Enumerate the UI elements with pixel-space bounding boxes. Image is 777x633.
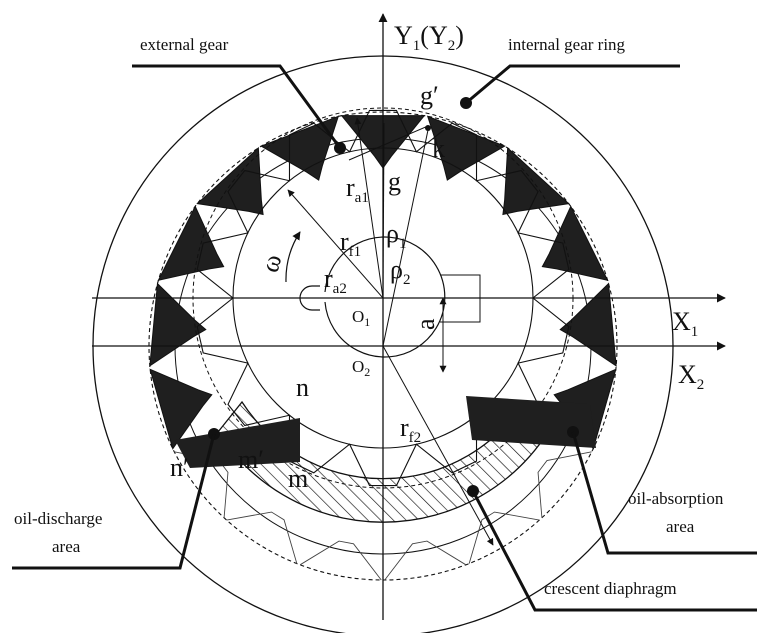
internal-gear-ring-label: internal gear ring <box>508 35 626 54</box>
point-k <box>425 125 431 131</box>
rho2-line <box>382 129 429 347</box>
rho1-line <box>382 122 385 299</box>
ra1-line <box>354 117 384 299</box>
label-g-prime: g′ <box>420 81 439 110</box>
label-n-prime: n′ <box>170 453 189 482</box>
leader-oil-absorption <box>571 431 757 555</box>
leader-oil-discharge <box>12 433 216 570</box>
label-m-prime: m′ <box>238 445 264 474</box>
label-ra1: ra1 <box>346 173 369 206</box>
leader-crescent <box>471 490 757 612</box>
internal-ring-teeth <box>149 115 617 450</box>
g-k-line <box>348 125 429 161</box>
leader-internal-ring <box>465 64 680 105</box>
omega-arrow <box>285 231 301 283</box>
x1-axis-label: X1 <box>672 307 698 340</box>
lower-ring-teeth <box>174 451 592 581</box>
oil-absorption-label-line2: area <box>666 517 695 536</box>
external-gear-label: external gear <box>140 35 229 54</box>
label-rf2: rf2 <box>400 413 421 446</box>
rf2-line <box>382 345 494 546</box>
oil-discharge-label-line1: oil-discharge <box>14 509 102 528</box>
leader-external-gear <box>132 64 342 149</box>
label-rf1: rf1 <box>340 227 361 260</box>
label-o1: O1 <box>352 307 370 329</box>
x2-axis-label: X2 <box>678 360 704 393</box>
label-o2: O2 <box>352 357 370 379</box>
label-ra2: ra2 <box>324 264 347 297</box>
label-rho1: ρ1 <box>386 219 406 252</box>
crescent-diaphragm-label: crescent diaphragm <box>544 579 677 598</box>
label-n: n <box>296 373 309 402</box>
label-k: k <box>432 134 445 163</box>
label-a: a <box>411 318 440 330</box>
y-axis-label: Y1(Y2) <box>394 21 464 54</box>
gear-bore <box>324 236 446 358</box>
label-rho2: ρ2 <box>390 255 410 288</box>
label-omega: ω <box>255 251 287 275</box>
rf1-line <box>287 189 384 299</box>
oil-discharge-label-line2: area <box>52 537 81 556</box>
label-m: m <box>288 464 308 493</box>
oil-absorption-label-line1: oil-absorption <box>628 489 724 508</box>
oil-absorption-pocket <box>466 396 596 448</box>
label-g: g <box>388 167 401 196</box>
oil-discharge-pocket <box>175 418 300 468</box>
